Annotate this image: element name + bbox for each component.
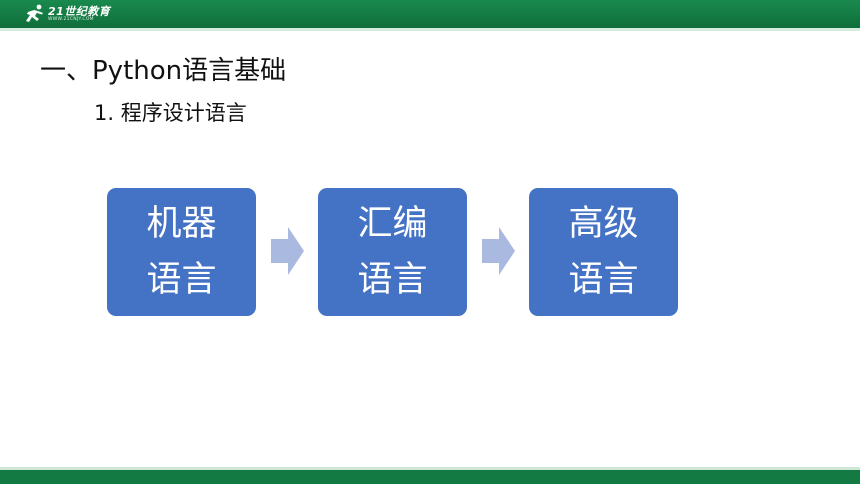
right-arrow-icon	[482, 227, 515, 275]
flow-box-line2: 语言	[568, 260, 639, 300]
flow-box-high-level-language: 高级 语言	[529, 188, 678, 316]
flow-box-line2: 语言	[357, 260, 428, 300]
flow-box-assembly-language: 汇编 语言	[318, 188, 467, 316]
flow-box-machine-language: 机器 语言	[107, 188, 256, 316]
slide-subtitle: 1. 程序设计语言	[94, 101, 247, 125]
logo-sub-text: WWW.21CNJY.COM	[48, 16, 94, 22]
footer-bar	[0, 470, 860, 484]
flow-box-line1: 汇编	[357, 204, 428, 244]
flow-box-line1: 机器	[146, 204, 217, 244]
slide-title: 一、Python语言基础	[40, 56, 287, 86]
runner-icon	[26, 4, 43, 22]
brand-logo: 21世纪教育 WWW.21CNJY.COM	[24, 3, 110, 25]
flow-box-line1: 高级	[568, 204, 639, 244]
flow-box-line2: 语言	[146, 260, 217, 300]
logo-main-text: 21世纪教育	[48, 4, 111, 18]
footer-divider	[0, 467, 860, 470]
header-divider	[0, 28, 860, 31]
header-bar: 21世纪教育 WWW.21CNJY.COM	[0, 0, 860, 28]
right-arrow-icon	[271, 227, 304, 275]
